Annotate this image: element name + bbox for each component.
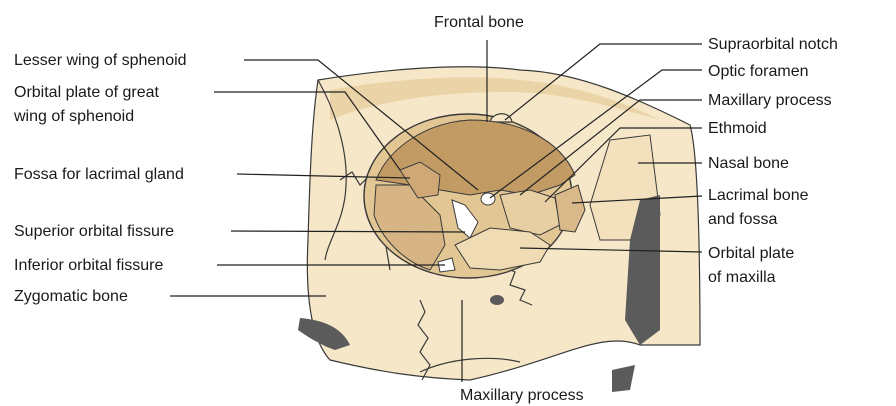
- optic-foramen: [481, 193, 495, 205]
- label-superior-orbital-fissure: Superior orbital fissure: [14, 223, 174, 240]
- label-nasal-bone: Nasal bone: [708, 155, 789, 172]
- label-lacrimal-bone-line2: and fossa: [708, 211, 777, 228]
- label-supraorbital-notch: Supraorbital notch: [708, 36, 838, 53]
- label-lacrimal-bone-line1: Lacrimal bone: [708, 187, 809, 204]
- skull-illustration: [298, 67, 700, 392]
- label-ethmoid: Ethmoid: [708, 120, 767, 137]
- label-orbital-plate-maxilla-line2: of maxilla: [708, 269, 776, 286]
- label-maxillary-process-bottom: Maxillary process: [460, 387, 584, 404]
- label-inferior-orbital-fissure: Inferior orbital fissure: [14, 257, 163, 274]
- labels-left: Lesser wing of sphenoid Orbital plate of…: [13, 52, 187, 305]
- label-orbital-plate-great-line1: Orbital plate of great: [14, 84, 160, 101]
- label-optic-foramen: Optic foramen: [708, 63, 808, 80]
- label-orbital-plate-great-line2: wing of sphenoid: [13, 108, 134, 125]
- label-lesser-wing: Lesser wing of sphenoid: [14, 52, 187, 69]
- infraorbital-foramen: [490, 295, 504, 305]
- label-zygomatic-bone: Zygomatic bone: [14, 288, 128, 305]
- label-orbital-plate-maxilla-line1: Orbital plate: [708, 245, 794, 262]
- label-frontal-bone: Frontal bone: [434, 14, 524, 31]
- labels-right: Supraorbital notch Optic foramen Maxilla…: [708, 36, 838, 286]
- lower-shadow: [612, 365, 635, 392]
- label-fossa-lacrimal-gland: Fossa for lacrimal gland: [14, 166, 184, 183]
- label-maxillary-process-top: Maxillary process: [708, 92, 832, 109]
